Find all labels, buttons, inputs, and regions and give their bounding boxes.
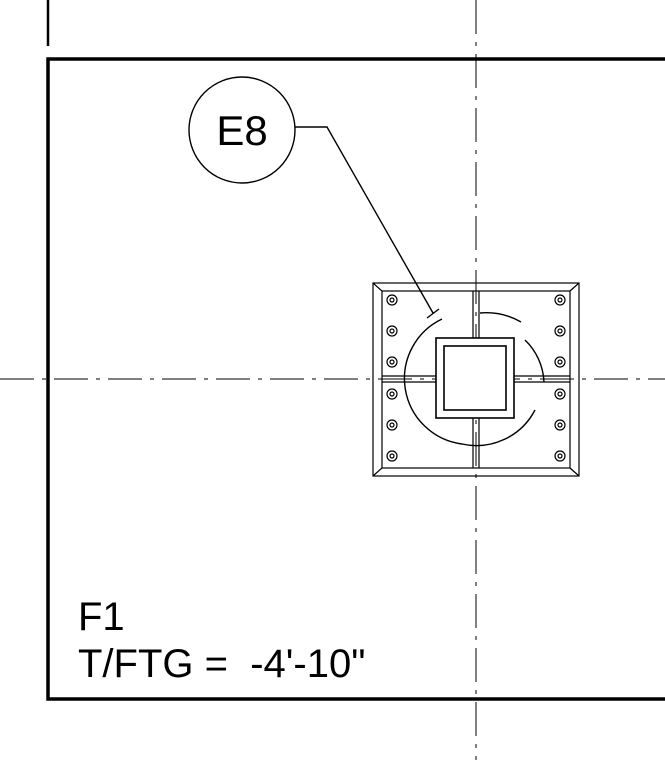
callout-leader-line	[295, 126, 434, 314]
anchor-bolt	[386, 356, 398, 368]
weld-symbol-arc	[403, 318, 536, 447]
plate-bevel	[372, 282, 383, 292]
anchor-bolt	[554, 450, 566, 462]
anchor-bolts	[386, 294, 566, 462]
column-inner	[443, 345, 507, 411]
anchor-bolt	[554, 356, 566, 368]
detail-callout[interactable]: E8	[188, 76, 440, 319]
anchor-bolt	[386, 388, 398, 400]
anchor-bolt	[386, 419, 398, 431]
plate-bevel	[569, 467, 580, 477]
anchor-bolt	[386, 450, 398, 462]
footing-elevation-label: T/FTG = -4'-10"	[78, 642, 365, 686]
plate-bevel	[569, 282, 580, 292]
anchor-bolt	[554, 388, 566, 400]
footing-outline	[46, 57, 665, 701]
weld-symbol-arc	[479, 312, 522, 323]
callout-tag-label: E8	[216, 107, 267, 154]
column-outer	[435, 337, 515, 419]
anchor-bolt	[386, 325, 398, 337]
anchor-bolt	[386, 294, 398, 306]
anchor-bolt	[554, 419, 566, 431]
weld-symbol-arc	[524, 339, 545, 383]
plate-bevel	[372, 467, 383, 477]
base-plate-outer	[372, 282, 580, 477]
anchor-bolt	[554, 325, 566, 337]
base-plate	[372, 282, 580, 477]
footing-mark-label: F1	[78, 595, 125, 639]
anchor-bolt	[554, 294, 566, 306]
callout-bubble[interactable]	[188, 76, 296, 184]
base-plate-inner	[381, 290, 571, 469]
leader-tick	[426, 308, 440, 319]
